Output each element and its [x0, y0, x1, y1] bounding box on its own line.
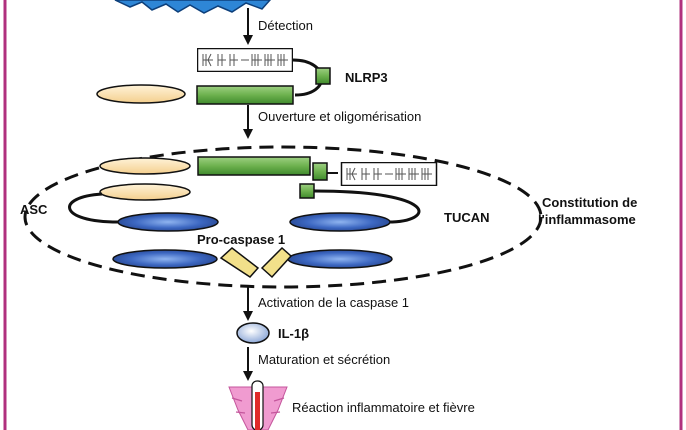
- tucan-linker: [313, 189, 421, 224]
- step-activation-label: Activation de la caspase 1: [258, 295, 409, 310]
- danger-signal-icon: [114, 0, 272, 14]
- nlrp3-label: NLRP3: [345, 70, 388, 85]
- procaspase-card-left: [112, 249, 218, 269]
- tucan-fiin-box: [299, 183, 315, 199]
- thermometer-icon: [228, 380, 288, 430]
- inflammasome-boundary: [23, 145, 543, 289]
- asc-label: ASC: [20, 202, 48, 217]
- inflammasome-label-line2: l'inflammasome: [538, 212, 636, 227]
- step-detection-label: Détection: [258, 18, 313, 33]
- nacht-domain-active: [197, 156, 311, 176]
- step-maturation-label: Maturation et sécrétion: [258, 352, 390, 367]
- caspase-subunit-right: [260, 246, 293, 279]
- tucan-card-domain: [289, 212, 391, 232]
- asc-pyd-domain: [99, 183, 191, 201]
- procaspase-label: Pro-caspase 1: [197, 232, 285, 247]
- nlrp3-inactive: NLRP3: [96, 48, 388, 105]
- step-oligomerisation-label: Ouverture et oligomérisation: [258, 109, 421, 124]
- inflammasome-complex: ASC TUCAN Pro-caspase 1: [20, 156, 490, 279]
- il1b-molecule: [236, 322, 270, 344]
- caspase-subunit-left: [219, 247, 260, 278]
- tucan-label: TUCAN: [444, 210, 490, 225]
- nacht-fiin-box: [315, 67, 331, 85]
- procaspase-card-right: [287, 249, 393, 269]
- pyd-domain: [96, 84, 186, 104]
- nacht-fiin-box-active: [312, 162, 328, 181]
- step-reaction-label: Réaction inflammatoire et fièvre: [292, 400, 475, 415]
- nacht-domain: [196, 85, 294, 105]
- lrr-domain: [197, 48, 293, 72]
- pyd-domain-nlrp3: [99, 157, 191, 175]
- asc-linker: [68, 192, 119, 224]
- asc-card-domain: [117, 212, 219, 232]
- inflammasome-label-line1: Constitution de: [542, 195, 637, 210]
- il1b-label: IL-1β: [278, 326, 309, 341]
- lrr-domain-active: [340, 162, 438, 186]
